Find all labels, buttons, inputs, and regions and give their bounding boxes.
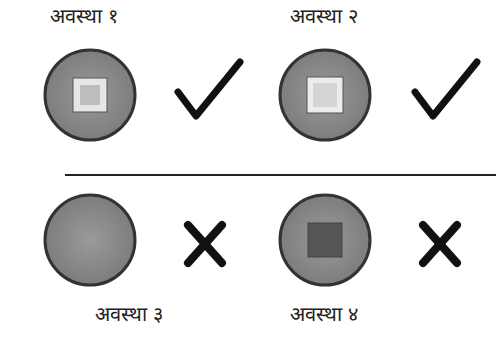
check-mark <box>178 62 240 116</box>
state-circle <box>280 50 370 140</box>
state-label: अवस्था १ <box>50 4 118 28</box>
state-label: अवस्था ३ <box>95 302 163 326</box>
state-circle <box>45 50 135 140</box>
check-mark <box>415 62 477 116</box>
state-circle <box>45 195 135 285</box>
state-label: अवस्था ४ <box>290 302 358 326</box>
divider-line <box>65 174 496 176</box>
state-circle <box>280 195 370 285</box>
cross-mark <box>423 225 457 263</box>
state-label: अवस्था २ <box>290 4 358 28</box>
cross-mark <box>188 225 222 263</box>
